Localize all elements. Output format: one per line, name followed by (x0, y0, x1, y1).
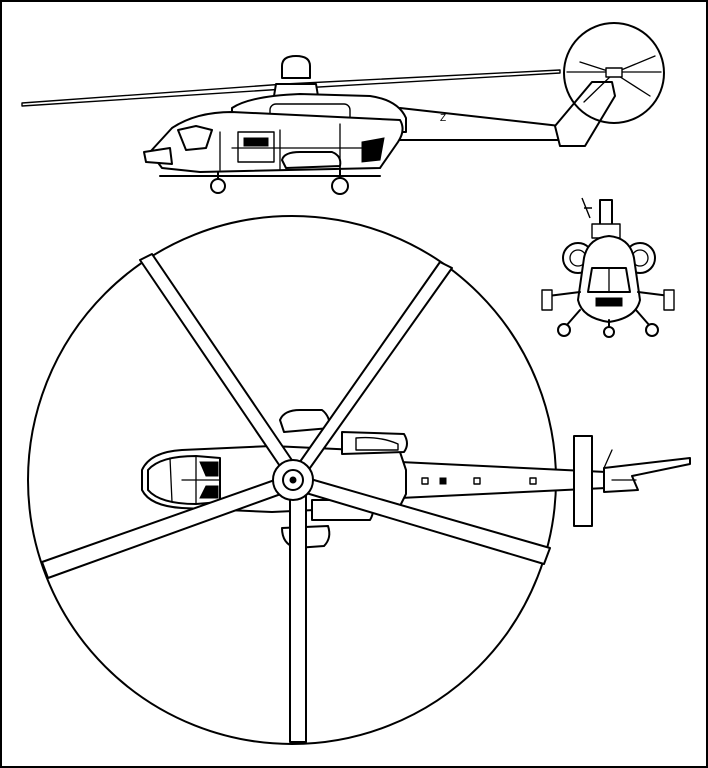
top-boom-marker-4 (529, 477, 537, 485)
side-panel-lines (219, 123, 381, 171)
side-main-wheel (331, 177, 349, 195)
side-nose-wheel (210, 178, 226, 194)
side-cabin-door (237, 131, 275, 163)
side-rotor-mast (281, 55, 311, 79)
top-exhaust-left (355, 436, 399, 451)
top-tail-rotor-detail (603, 449, 637, 481)
top-tail-rotor (603, 457, 691, 493)
side-sponson (281, 151, 342, 169)
top-rotor-blade-3 (289, 483, 307, 743)
top-boom-marker-2 (439, 477, 447, 485)
front-right-pylon (663, 289, 675, 311)
front-view (541, 197, 675, 338)
side-nose (143, 147, 173, 165)
top-canopy-shade (199, 461, 219, 499)
front-right-wheel (645, 323, 659, 337)
front-nose-panel (595, 297, 623, 307)
top-canopy-frames (169, 455, 221, 505)
front-nose-wheel (603, 326, 615, 338)
side-view: Z (21, 22, 665, 195)
side-tail-mark: Z (440, 113, 446, 124)
top-boom-marker-3 (473, 477, 481, 485)
front-left-pylon (541, 289, 553, 311)
side-door-window (243, 137, 269, 147)
side-cockpit-window (177, 125, 213, 151)
top-boom-marker-1 (421, 477, 429, 485)
side-tail-rotor-disc (563, 22, 665, 124)
side-rear-window (361, 137, 385, 163)
side-tail-rotor-hub (605, 67, 623, 78)
front-left-wheel (557, 323, 571, 337)
top-horizontal-stabilizer (573, 435, 593, 527)
top-rotor-hub-cap (289, 476, 297, 484)
front-rotor-mast (599, 199, 613, 227)
front-tail-fin (581, 197, 592, 219)
top-view (27, 215, 691, 745)
